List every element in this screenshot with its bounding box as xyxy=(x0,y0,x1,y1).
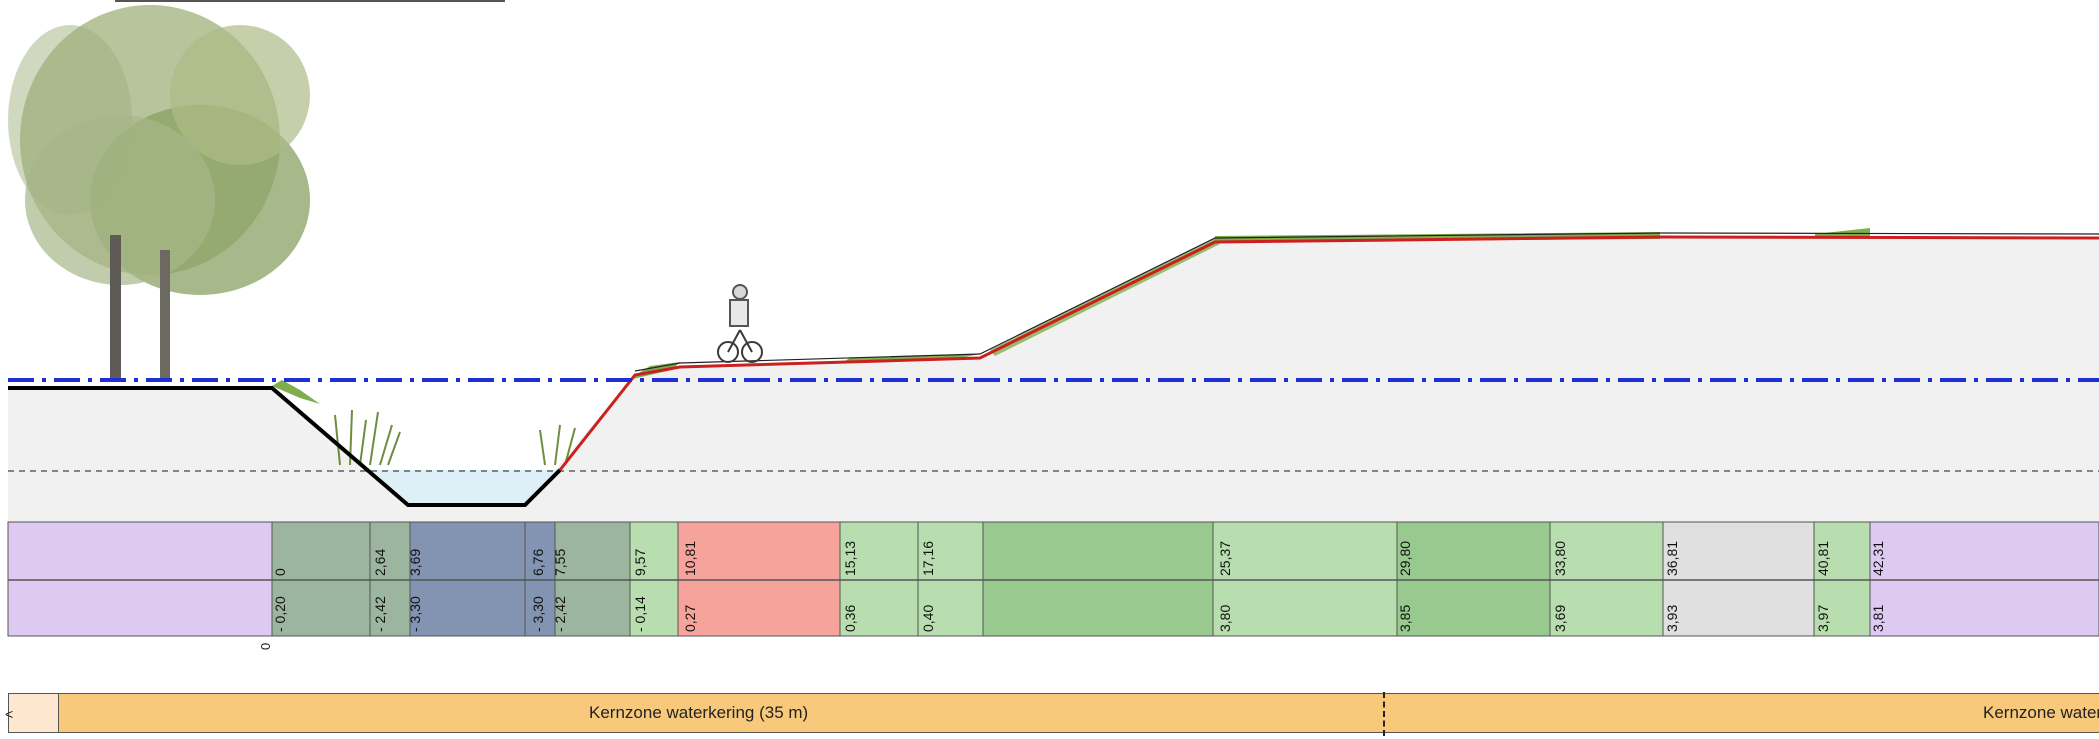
distance-label: 40,81 xyxy=(1815,541,1831,576)
reed-icon xyxy=(334,409,576,466)
ground-fill xyxy=(8,237,2099,522)
height-label: 0,40 xyxy=(920,605,936,632)
height-label: 3,69 xyxy=(1552,605,1568,632)
height-label: - 3,30 xyxy=(407,596,423,632)
height-label: 0,36 xyxy=(842,605,858,632)
height-label: 0,27 xyxy=(682,605,698,632)
distance-label: 0 xyxy=(272,568,288,576)
zone-label-next: Kernzone water xyxy=(1983,703,2099,722)
profile-column xyxy=(1813,521,1871,637)
height-label: - 0,20 xyxy=(272,596,288,632)
profile-column xyxy=(271,521,371,637)
profile-table: 0 2,64 3,69 6,76 7,55 9,57 10,81 15,13 17,16 25,3… xyxy=(7,521,2099,637)
distance-label: 2,64 xyxy=(372,549,388,576)
profile-column xyxy=(369,521,411,637)
distance-label: 6,76 xyxy=(530,549,546,576)
zone-bar: < Kernzone waterkering (35 m) Kernzone w… xyxy=(5,692,2099,736)
profile-column xyxy=(629,521,679,637)
distance-label: 7,55 xyxy=(552,549,568,576)
profile-column xyxy=(1869,521,2099,637)
dike-profile-shadow xyxy=(634,232,2099,372)
profile-column xyxy=(1662,521,1815,637)
cyclist-icon xyxy=(717,284,763,363)
distance-label: 25,37 xyxy=(1217,541,1233,576)
profile-column xyxy=(524,521,556,637)
distance-label: 15,13 xyxy=(842,541,858,576)
profile-column xyxy=(917,521,984,637)
distance-label: 33,80 xyxy=(1552,541,1568,576)
dike-profile-line xyxy=(558,235,2099,471)
height-label: - 2,42 xyxy=(372,596,388,632)
height-label: - 3,30 xyxy=(530,596,546,632)
distance-label: 10,81 xyxy=(682,541,698,576)
distance-label: 9,57 xyxy=(632,549,648,576)
height-label: 3,97 xyxy=(1815,605,1831,632)
ditch-water xyxy=(372,470,560,505)
zone-start-segment xyxy=(9,694,59,732)
height-label: - 2,42 xyxy=(552,596,568,632)
height-label: 3,80 xyxy=(1217,605,1233,632)
height-label: 3,85 xyxy=(1397,605,1413,632)
profile-column xyxy=(677,521,841,637)
ground-profile-line xyxy=(8,386,562,507)
profile-column xyxy=(409,521,526,637)
profile-column xyxy=(7,521,273,637)
distance-label: 36,81 xyxy=(1664,541,1680,576)
height-label: 3,81 xyxy=(1870,605,1886,632)
profile-column xyxy=(839,521,919,637)
zone-start-marker: < xyxy=(5,706,14,722)
zone-divider xyxy=(1383,692,1385,736)
tree-icon xyxy=(8,5,310,380)
profile-column xyxy=(982,521,1214,637)
profile-column xyxy=(1212,521,1398,637)
distance-label: 3,69 xyxy=(407,549,423,576)
distance-label: 29,80 xyxy=(1397,541,1413,576)
distance-label: 42,31 xyxy=(1870,541,1886,576)
profile-column xyxy=(1396,521,1551,637)
height-label: 3,93 xyxy=(1664,605,1680,632)
distance-label: 17,16 xyxy=(920,541,936,576)
origin-label: 0 xyxy=(258,643,273,650)
height-label: - 0,14 xyxy=(632,596,648,632)
profile-column xyxy=(554,521,631,637)
profile-column xyxy=(1549,521,1664,637)
zone-label-core: Kernzone waterkering (35 m) xyxy=(589,703,809,722)
